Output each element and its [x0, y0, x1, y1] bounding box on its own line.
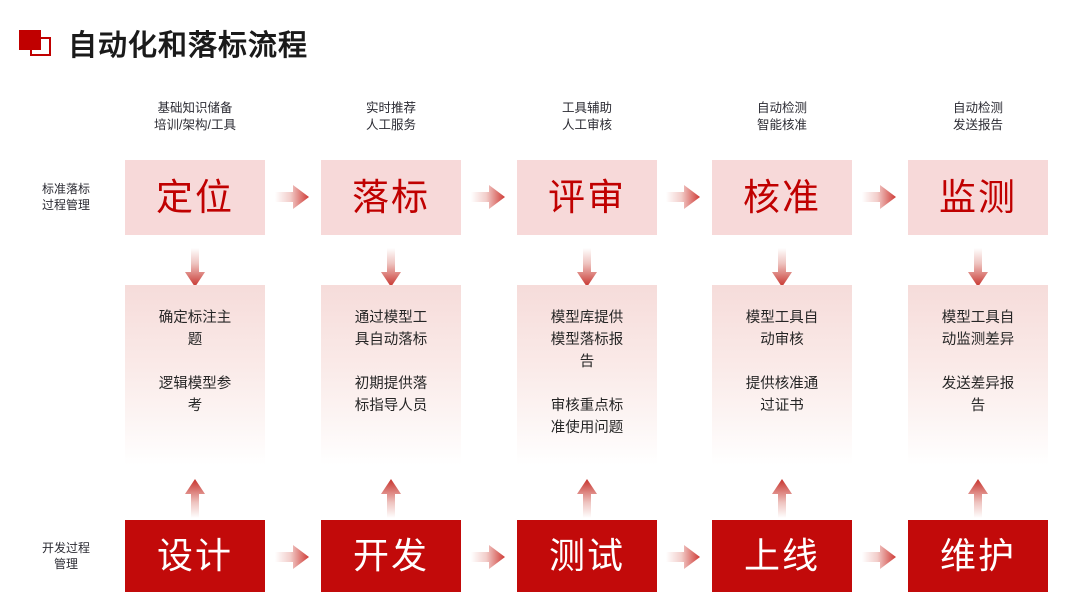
arrow-down-icon-0 — [184, 248, 206, 288]
detail-line-3-0: 模型工具自 动审核 — [745, 310, 819, 348]
arrow-down-icon-1 — [380, 248, 402, 288]
detail-box-4[interactable]: 模型工具自 动监测差异 发送差异报 告 — [908, 285, 1048, 465]
column-caption-4: 自动检测 发送报告 — [952, 101, 1003, 132]
stage-box-0[interactable]: 定位 — [125, 160, 265, 235]
stage-label-3: 核准 — [743, 177, 821, 218]
arrow-right-icon-bottom-2 — [666, 544, 700, 570]
stage-label-4: 监测 — [939, 177, 1017, 218]
arrow-up-icon-2 — [576, 478, 598, 518]
row-label-standard-process: 标准落标 过程管理 — [41, 182, 90, 212]
square-filled-shape — [19, 30, 41, 50]
column-caption-0: 基础知识储备 培训/架构/工具 — [154, 101, 236, 132]
detail-line-2-0: 模型库提供 模型落标报 告 — [550, 310, 624, 370]
column-caption-3: 自动检测 智能核准 — [756, 101, 807, 132]
dev-label-3: 上线 — [743, 535, 820, 576]
detail-line-0-1: 逻辑模型参 考 — [158, 376, 232, 414]
overlapping-squares-icon — [18, 29, 52, 57]
dev-box-4[interactable]: 维护 — [908, 520, 1048, 592]
detail-line-3-1: 提供核准通 过证书 — [745, 376, 819, 414]
column-caption-2: 工具辅助 人工审核 — [561, 101, 612, 132]
dev-box-3[interactable]: 上线 — [712, 520, 852, 592]
arrow-up-icon-1 — [380, 478, 402, 518]
stage-label-1: 落标 — [352, 177, 430, 218]
arrow-down-icon-2 — [576, 248, 598, 288]
arrow-down-icon-4 — [967, 248, 989, 288]
dev-label-1: 开发 — [352, 535, 429, 576]
arrow-down-icon-3 — [771, 248, 793, 288]
detail-line-1-1: 初期提供落 标指导人员 — [354, 376, 428, 414]
column-caption-1: 实时推荐 人工服务 — [365, 101, 416, 132]
arrow-right-icon-top-1 — [471, 184, 505, 210]
dev-box-2[interactable]: 测试 — [517, 520, 657, 592]
detail-box-3[interactable]: 模型工具自 动审核 提供核准通 过证书 — [712, 285, 852, 465]
dev-box-1[interactable]: 开发 — [321, 520, 461, 592]
stage-box-2[interactable]: 评审 — [517, 160, 657, 235]
stage-box-1[interactable]: 落标 — [321, 160, 461, 235]
slide-title: 自动化和落标流程 — [18, 22, 308, 64]
dev-box-0[interactable]: 设计 — [125, 520, 265, 592]
detail-line-1-0: 通过模型工 具自动落标 — [354, 310, 428, 348]
arrow-right-icon-bottom-3 — [862, 544, 896, 570]
dev-label-4: 维护 — [939, 535, 1016, 576]
arrow-up-icon-0 — [184, 478, 206, 518]
detail-box-0[interactable]: 确定标注主 题 逻辑模型参 考 — [125, 285, 265, 465]
stage-label-0: 定位 — [156, 177, 234, 218]
page-title: 自动化和落标流程 — [68, 30, 309, 62]
arrow-up-icon-3 — [771, 478, 793, 518]
arrow-right-icon-bottom-1 — [471, 544, 505, 570]
arrow-right-icon-top-3 — [862, 184, 896, 210]
detail-line-4-0: 模型工具自 动监测差异 — [941, 310, 1015, 348]
stage-box-3[interactable]: 核准 — [712, 160, 852, 235]
detail-line-0-0: 确定标注主 题 — [158, 310, 232, 348]
stage-box-4[interactable]: 监测 — [908, 160, 1048, 235]
detail-line-4-1: 发送差异报 告 — [941, 376, 1015, 414]
arrow-right-icon-top-2 — [666, 184, 700, 210]
detail-line-2-1: 审核重点标 准使用问题 — [550, 398, 624, 436]
detail-box-1[interactable]: 通过模型工 具自动落标 初期提供落 标指导人员 — [321, 285, 461, 465]
row-label-dev-process: 开发过程 管理 — [41, 541, 90, 571]
arrow-up-icon-4 — [967, 478, 989, 518]
detail-box-2[interactable]: 模型库提供 模型落标报 告 审核重点标 准使用问题 — [517, 285, 657, 465]
arrow-right-icon-bottom-0 — [275, 544, 309, 570]
dev-label-0: 设计 — [156, 535, 233, 576]
arrow-right-icon-top-0 — [275, 184, 309, 210]
dev-label-2: 测试 — [548, 535, 625, 576]
stage-label-2: 评审 — [548, 177, 626, 218]
